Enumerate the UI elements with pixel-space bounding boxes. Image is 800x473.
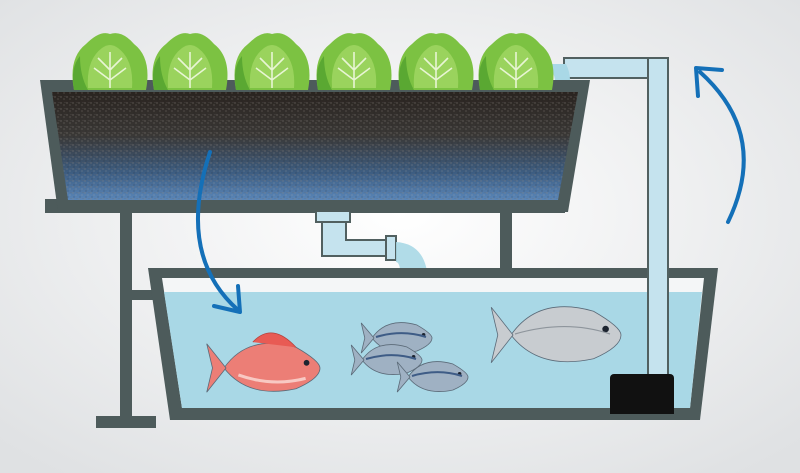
pump-base — [610, 392, 674, 414]
salmon-icon — [490, 306, 622, 363]
sardine-icon — [350, 344, 423, 376]
grow-bed — [40, 80, 590, 212]
lettuce-icon — [398, 33, 474, 90]
lettuce-icon — [72, 33, 148, 90]
fish-group — [206, 306, 622, 393]
lettuce-icon — [152, 33, 228, 90]
lettuce-icon — [234, 33, 310, 90]
flow-arrow-up-head — [694, 66, 724, 98]
flow-arrow-down — [195, 150, 240, 312]
sardine-icon — [396, 361, 469, 393]
lettuce-icon — [316, 33, 392, 90]
flow-arrow-down-head — [212, 284, 242, 314]
red-snapper-icon — [206, 332, 321, 393]
lettuce-icon — [478, 33, 554, 90]
plants-group — [72, 33, 554, 90]
flow-arrow-up — [698, 70, 746, 224]
